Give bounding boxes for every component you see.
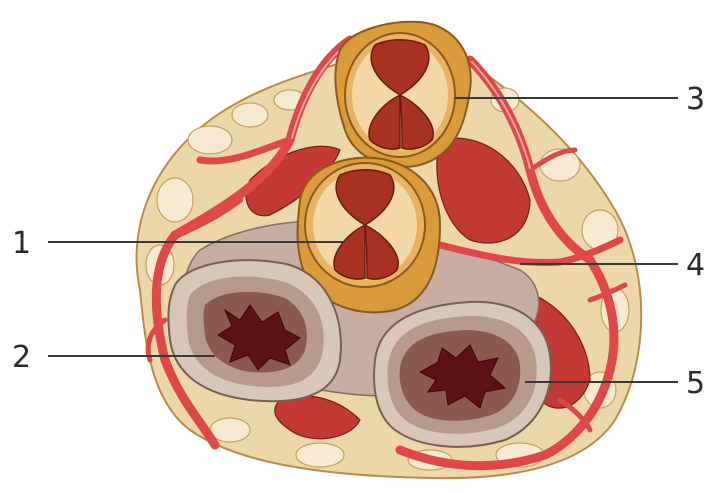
- label-1: 1: [12, 226, 31, 261]
- label-5: 5: [686, 366, 705, 401]
- label-4: 4: [686, 248, 705, 283]
- label-3: 3: [686, 82, 705, 117]
- tricuspid-valve: [374, 302, 551, 447]
- label-2: 2: [12, 340, 31, 375]
- mitral-valve: [168, 260, 341, 401]
- pulmonary-valve: [335, 22, 470, 167]
